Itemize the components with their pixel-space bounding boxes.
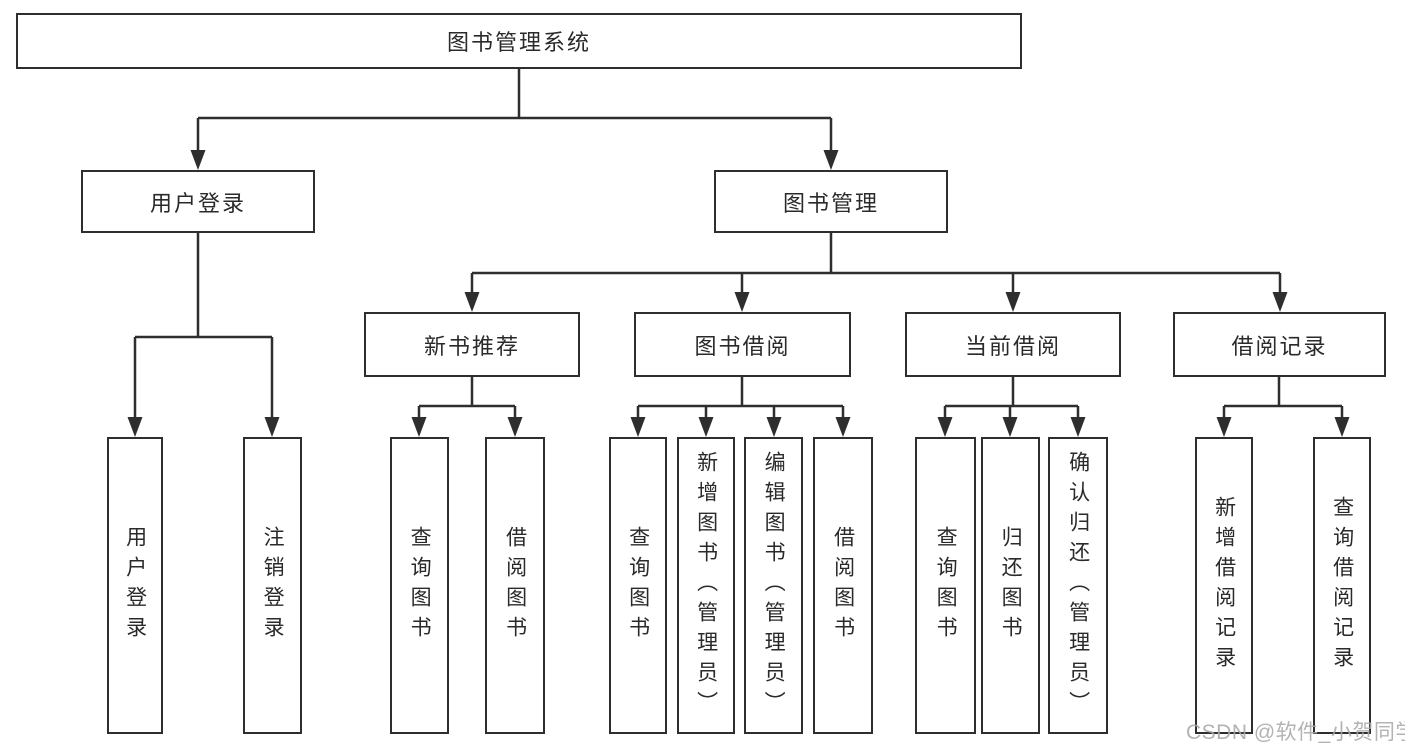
leaf-label: 查询图书 xyxy=(626,525,650,646)
arrowhead-icon xyxy=(190,150,206,170)
leaf-query-books-recommend: 查询图书 xyxy=(390,437,449,734)
arrowhead-icon xyxy=(411,417,427,437)
leaf-label: 归还图书 xyxy=(999,525,1023,646)
watermark: CSDN @软件_小贺同学 xyxy=(1186,721,1405,744)
leaf-label: 用户登录 xyxy=(123,525,147,646)
arrowhead-icon xyxy=(1005,292,1021,312)
leaf-query-books-current: 查询图书 xyxy=(915,437,976,734)
node-label: 用户登录 xyxy=(149,190,246,216)
leaf-label: 新增图书（管理员） xyxy=(694,450,718,721)
arrowhead-icon xyxy=(264,417,280,437)
leaf-return-books: 归还图书 xyxy=(981,437,1040,734)
leaf-query-books-borrow: 查询图书 xyxy=(609,437,667,734)
arrowhead-icon xyxy=(507,417,523,437)
node-label: 图书管理 xyxy=(782,190,879,216)
node-root: 图书管理系统 xyxy=(16,13,1022,69)
leaf-label: 借阅图书 xyxy=(831,525,855,646)
leaf-query-borrow-record: 查询借阅记录 xyxy=(1313,437,1371,734)
node-book-management: 图书管理 xyxy=(714,170,948,233)
leaf-borrow-books: 借阅图书 xyxy=(813,437,873,734)
arrowhead-icon xyxy=(766,417,782,437)
arrowhead-icon xyxy=(464,292,480,312)
leaf-label: 借阅图书 xyxy=(503,525,527,646)
leaf-edit-book-admin: 编辑图书（管理员） xyxy=(744,437,803,734)
leaf-add-book-admin: 新增图书（管理员） xyxy=(677,437,735,734)
arrowhead-icon xyxy=(937,417,953,437)
leaf-label: 确认归还（管理员） xyxy=(1066,450,1090,721)
arrowhead-icon xyxy=(734,292,750,312)
leaf-label: 注销登录 xyxy=(261,525,285,646)
leaf-confirm-return-admin: 确认归还（管理员） xyxy=(1048,437,1108,734)
leaf-label: 编辑图书（管理员） xyxy=(762,450,786,721)
node-label: 借阅记录 xyxy=(1231,333,1328,359)
arrowhead-icon xyxy=(823,150,839,170)
leaf-label: 查询图书 xyxy=(408,525,432,646)
connector-lines xyxy=(133,69,1344,419)
node-label: 新书推荐 xyxy=(423,333,520,359)
leaf-label: 查询借阅记录 xyxy=(1330,495,1354,676)
arrowhead-icon xyxy=(630,417,646,437)
leaf-add-borrow-record: 新增借阅记录 xyxy=(1195,437,1253,734)
node-new-book-recommendation: 新书推荐 xyxy=(364,312,580,377)
arrowhead-icon xyxy=(1334,417,1350,437)
leaf-label: 新增借阅记录 xyxy=(1212,495,1236,676)
node-label: 图书借阅 xyxy=(694,333,791,359)
node-label: 当前借阅 xyxy=(964,333,1061,359)
arrowhead-icon xyxy=(835,417,851,437)
node-root-label: 图书管理系统 xyxy=(446,30,591,55)
node-current-borrowing: 当前借阅 xyxy=(905,312,1121,377)
arrowhead-icon xyxy=(127,417,143,437)
leaf-label: 查询图书 xyxy=(934,525,958,646)
connector-arrowheads xyxy=(127,150,1350,437)
arrowhead-icon xyxy=(1070,417,1086,437)
node-borrowing-records: 借阅记录 xyxy=(1173,312,1386,377)
node-user-login: 用户登录 xyxy=(81,170,315,233)
arrowhead-icon xyxy=(1216,417,1232,437)
leaf-user-login: 用户登录 xyxy=(107,437,163,734)
arrowhead-icon xyxy=(1002,417,1018,437)
leaf-logout: 注销登录 xyxy=(243,437,302,734)
arrowhead-icon xyxy=(1272,292,1288,312)
arrowhead-icon xyxy=(698,417,714,437)
leaf-borrow-books-recommend: 借阅图书 xyxy=(485,437,545,734)
node-book-borrowing: 图书借阅 xyxy=(634,312,851,377)
